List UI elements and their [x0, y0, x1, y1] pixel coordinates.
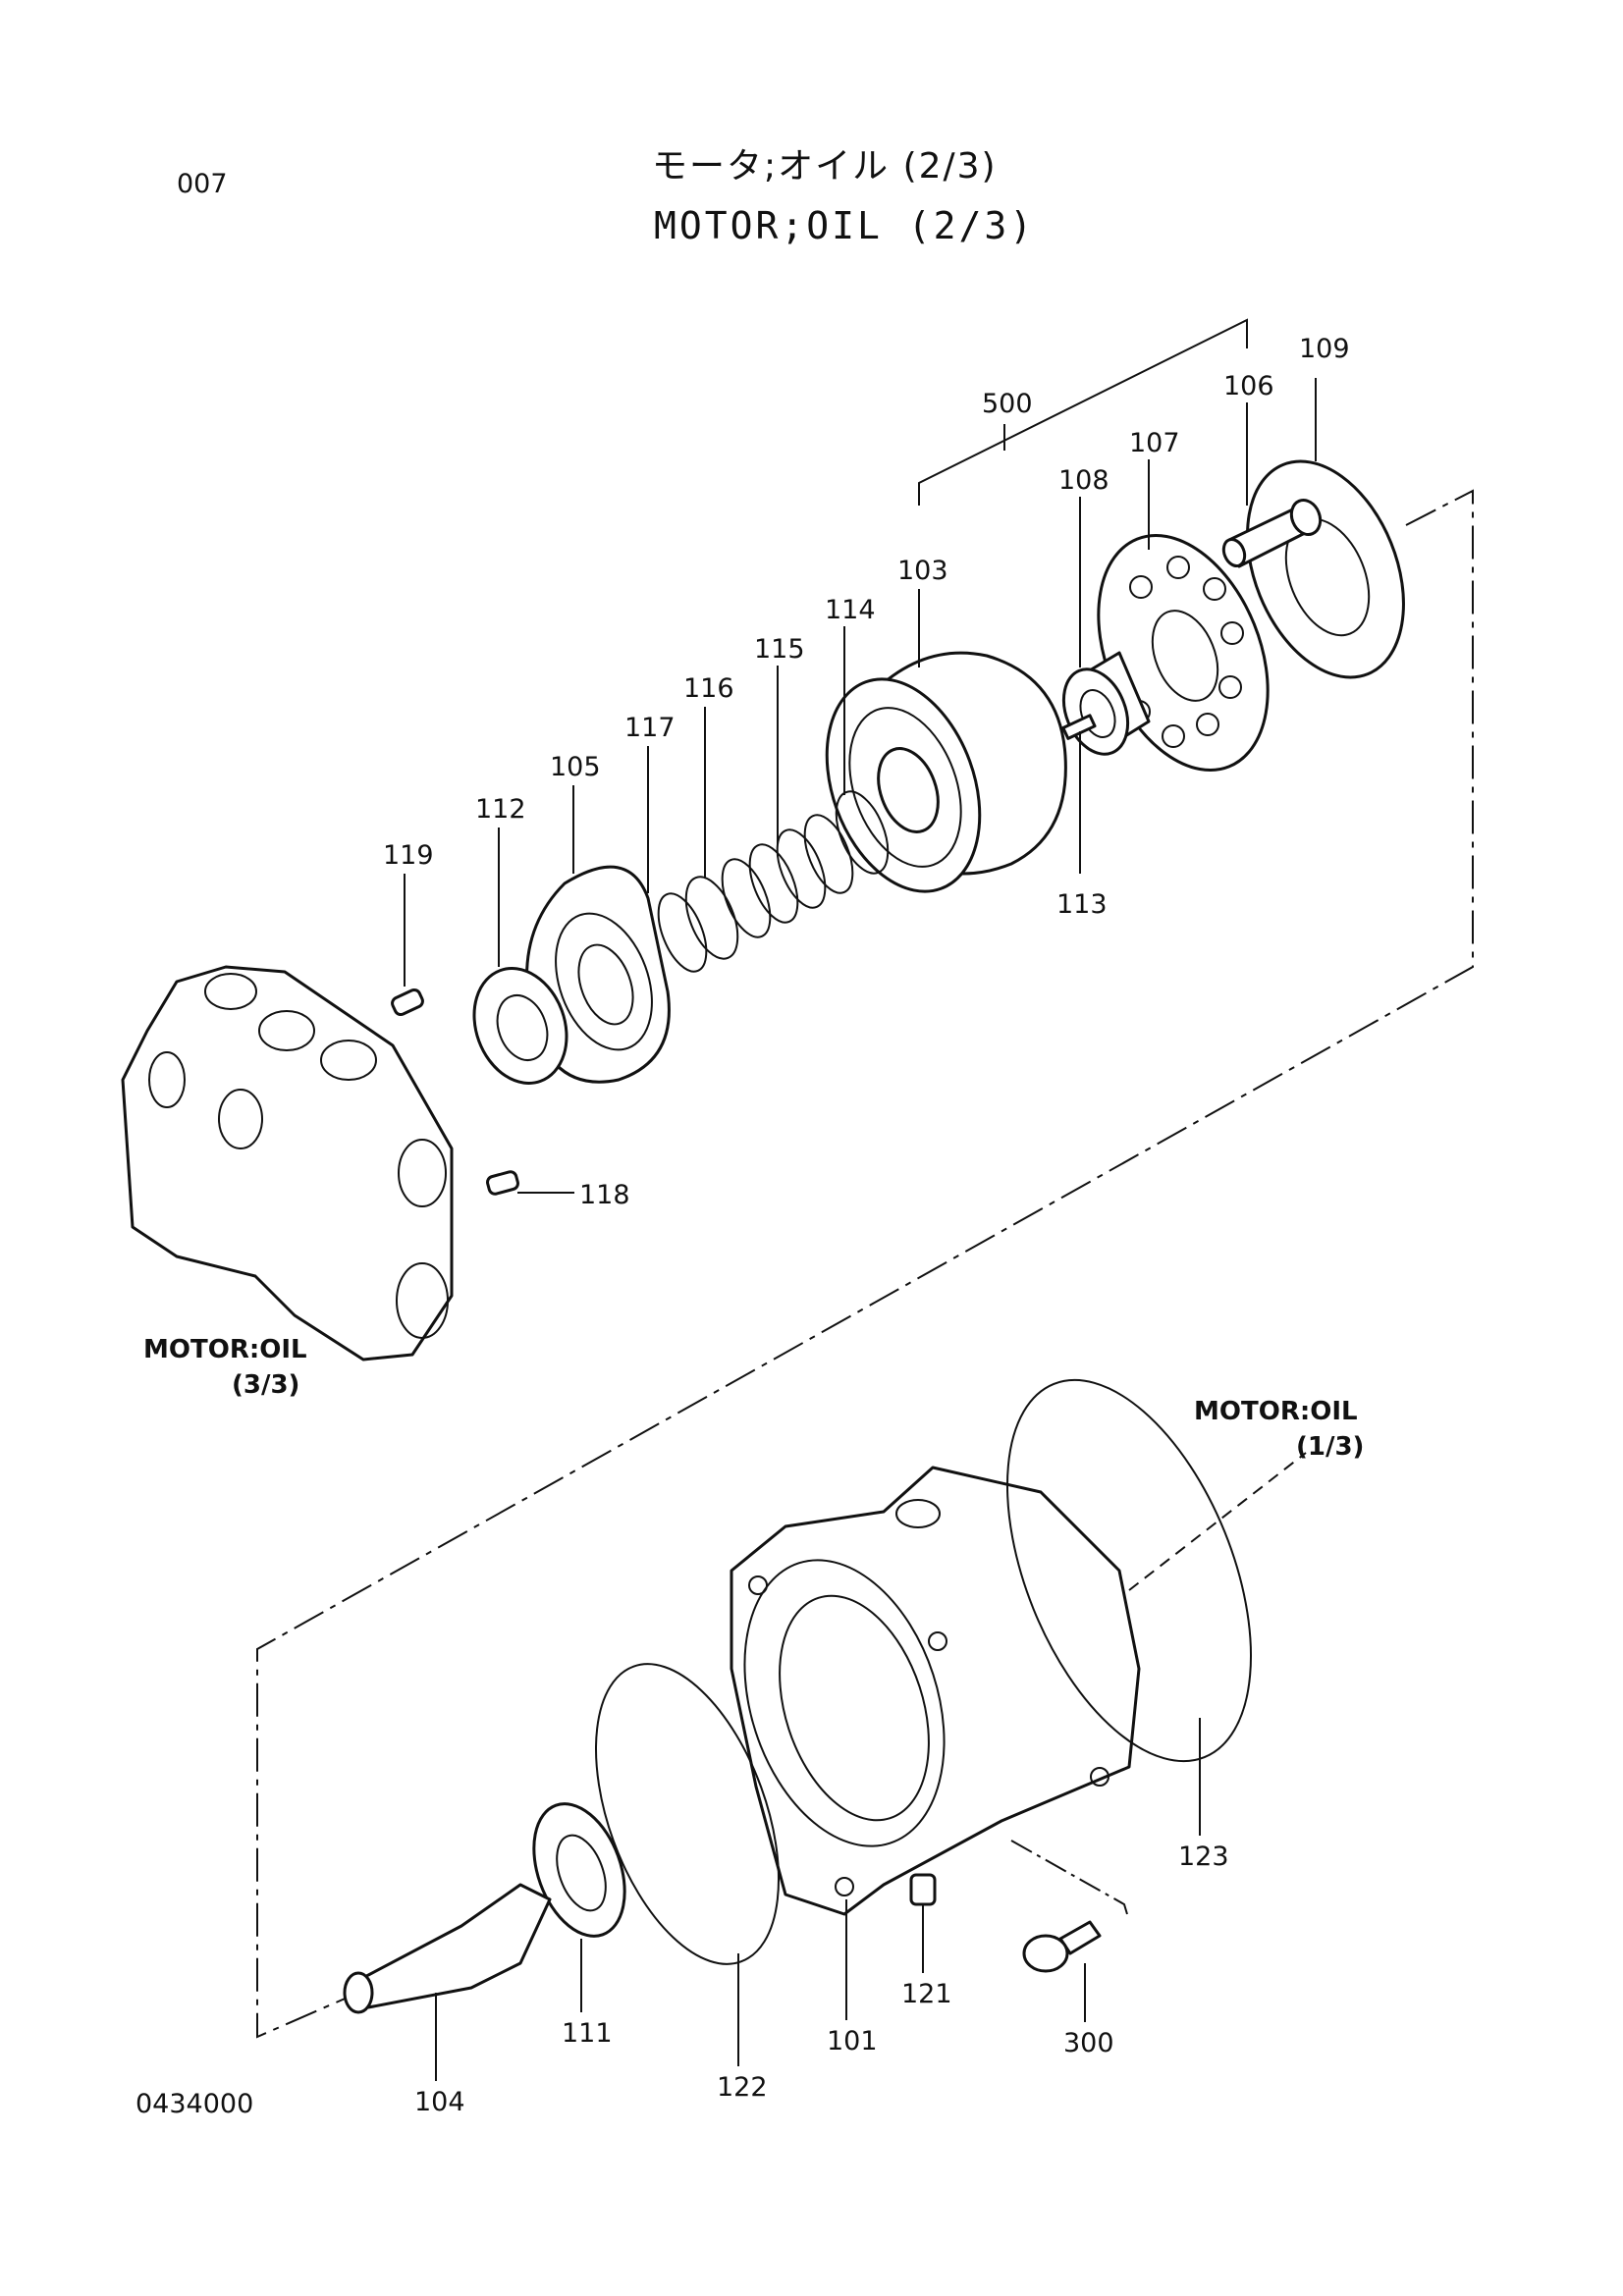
- document-code: 0434000: [135, 2089, 254, 2119]
- pin-113[interactable]: [1061, 714, 1097, 740]
- bearing-112[interactable]: [459, 955, 582, 1096]
- o-ring-123[interactable]: [958, 1346, 1300, 1796]
- part-label-113[interactable]: 113: [1056, 889, 1108, 920]
- bearing-111[interactable]: [517, 1791, 642, 1949]
- washer-116[interactable]: [676, 870, 748, 966]
- pin-106[interactable]: [1219, 496, 1325, 569]
- part-label-117[interactable]: 117: [624, 713, 676, 743]
- part-label-119[interactable]: 119: [383, 840, 434, 871]
- part-label-115[interactable]: 115: [754, 634, 805, 665]
- part-label-109[interactable]: 109: [1299, 334, 1350, 364]
- part-label-118[interactable]: 118: [579, 1180, 630, 1210]
- reference-line2: (1/3): [1296, 1432, 1365, 1462]
- reference-motor-oil-1-3[interactable]: MOTOR:OIL (1/3): [1194, 1394, 1364, 1465]
- part-label-121[interactable]: 121: [901, 1979, 952, 2009]
- shaft-104[interactable]: [343, 1883, 552, 2014]
- part-label-104[interactable]: 104: [414, 2087, 465, 2117]
- page-title-japanese: モータ;オイル (2/3): [652, 146, 998, 187]
- part-label-106[interactable]: 106: [1223, 371, 1274, 401]
- part-label-108[interactable]: 108: [1058, 465, 1109, 496]
- part-label-105[interactable]: 105: [550, 752, 601, 782]
- part-label-500[interactable]: 500: [982, 389, 1033, 419]
- page-number: 007: [177, 169, 228, 199]
- part-label-103[interactable]: 103: [897, 556, 948, 586]
- reference-line2: (3/3): [232, 1370, 300, 1400]
- part-label-116[interactable]: 116: [683, 673, 734, 704]
- page-title-english: MOTOR;OIL (2/3): [654, 204, 1036, 247]
- cylinder-block-103[interactable]: [799, 651, 1067, 913]
- socket-bolt-300[interactable]: [1022, 1920, 1102, 1973]
- valve-casing: [121, 965, 454, 1362]
- bolt-bracket-300: [1010, 1840, 1128, 1915]
- reference-motor-oil-3-3[interactable]: MOTOR:OIL (3/3): [143, 1332, 307, 1403]
- part-label-114[interactable]: 114: [825, 595, 876, 625]
- reference-line1: MOTOR:OIL: [1194, 1397, 1358, 1426]
- o-ring-122[interactable]: [560, 1639, 815, 1988]
- ring-leader-123-1-3: [1128, 1452, 1307, 1591]
- part-label-123[interactable]: 123: [1178, 1842, 1229, 1872]
- part-label-111[interactable]: 111: [562, 2018, 613, 2049]
- part-label-107[interactable]: 107: [1129, 428, 1180, 458]
- part-label-300[interactable]: 300: [1063, 2028, 1114, 2058]
- pin-119[interactable]: [391, 988, 425, 1017]
- reference-line1: MOTOR:OIL: [143, 1335, 307, 1364]
- part-label-101[interactable]: 101: [827, 2026, 878, 2056]
- assembly-bracket-500: [918, 318, 1248, 506]
- pin-118[interactable]: [486, 1170, 519, 1196]
- motor-housing-101[interactable]: [710, 1466, 1141, 1916]
- spring-115[interactable]: [713, 809, 863, 944]
- part-label-122[interactable]: 122: [717, 2072, 768, 2103]
- ring-117[interactable]: [649, 887, 717, 979]
- plug-121[interactable]: [909, 1873, 937, 1906]
- snap-ring-114[interactable]: [826, 784, 898, 881]
- part-label-112[interactable]: 112: [475, 794, 526, 825]
- assembly-frame: [256, 489, 1474, 2039]
